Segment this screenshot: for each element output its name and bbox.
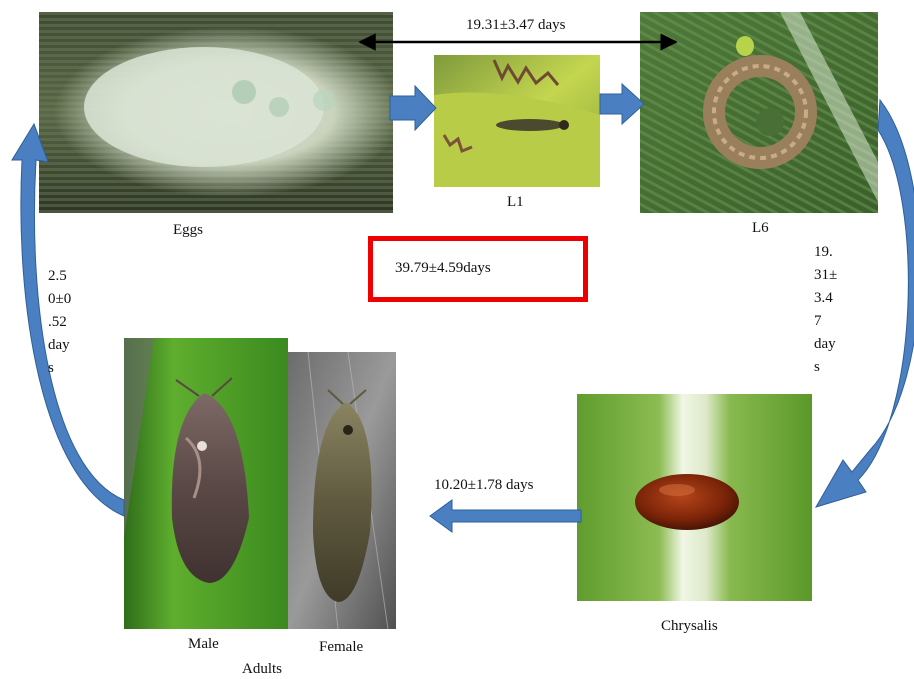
l6-label: L6 [752, 219, 769, 237]
l1-label: L1 [507, 193, 524, 211]
duration-larva-to-pupa-label: 19. 31± 3.4 7 day s [814, 241, 837, 379]
eggs-label: Eggs [173, 221, 203, 239]
duration-egg-to-l6-label: 19.31±3.47 days [466, 16, 565, 34]
chrysalis-label: Chrysalis [661, 617, 718, 635]
total-duration-label: 39.79±4.59days [395, 260, 491, 277]
total-duration-box: 39.79±4.59days [368, 236, 588, 302]
duration-adult-to-egg-label: 2.5 0±0 .52 day s [48, 265, 71, 380]
adults-label: Adults [242, 660, 282, 678]
arrow-eggs-to-l1 [390, 86, 436, 130]
duration-pupa-label: 10.20±1.78 days [434, 476, 533, 494]
arrow-l1-to-l6 [600, 84, 644, 124]
male-label: Male [188, 635, 219, 653]
female-label: Female [319, 638, 363, 656]
arrow-chrysalis-to-adults [430, 500, 581, 532]
